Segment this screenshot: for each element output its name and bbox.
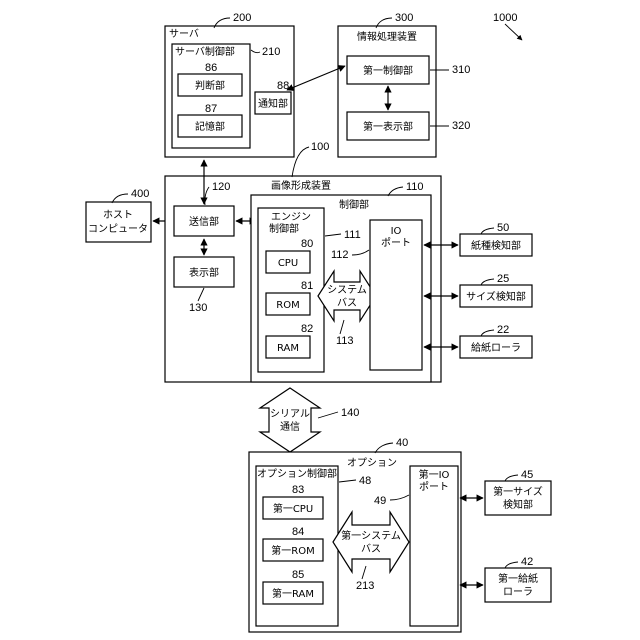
first-io-port-line1: 第一IO (419, 468, 450, 481)
system-bus-line2: バス (337, 297, 357, 309)
first-size-detect-line1: 第一サイズ (493, 485, 543, 498)
first-display-ref: 320 (452, 120, 470, 132)
host-ref: 400 (131, 188, 149, 200)
image-forming-block: 画像形成装置 100 送信部 120 表示部 130 制御部 110 エンジン … (165, 141, 441, 382)
server-ref: 200 (233, 12, 251, 24)
figure-number-arrow (505, 24, 522, 40)
io-port-line2: ポート (381, 237, 411, 249)
first-ram-label: 第一RAM (272, 587, 314, 600)
server-control-ref: 210 (262, 46, 280, 58)
size-detect-ref: 25 (497, 273, 509, 285)
first-feed-roller-line2: ローラ (503, 586, 533, 598)
image-forming-title: 画像形成装置 (271, 179, 331, 192)
serial-line1: シリアル (270, 409, 310, 420)
cpu-label: CPU (278, 258, 298, 269)
display-label: 表示部 (189, 266, 219, 279)
control-title: 制御部 (339, 198, 369, 211)
first-system-bus-ref: 213 (356, 580, 374, 592)
feed-roller-ref-leader (481, 330, 494, 336)
first-rom-label: 第一ROM (271, 544, 314, 557)
option-block: オプション 40 オプション制御部 48 第一CPU 83 第一ROM 84 第… (249, 437, 461, 632)
feed-roller-label: 給紙ローラ (471, 341, 521, 354)
first-feed-roller-ref: 42 (521, 556, 533, 568)
first-rom-ref: 84 (292, 526, 304, 538)
figure-number: 1000 (493, 12, 517, 24)
first-io-port-line2: ポート (419, 481, 449, 493)
paper-type-ref-leader (481, 228, 494, 234)
first-size-detect-ref: 45 (521, 469, 533, 481)
cpu-ref: 80 (301, 238, 313, 250)
rom-label: ROM (276, 300, 299, 311)
server-block: サーバ 200 サーバ制御部 210 判断部 86 記憶部 87 通知部 88 (165, 12, 294, 157)
first-size-detect-line2: 検知部 (503, 498, 533, 511)
serial-ref: 140 (341, 407, 359, 419)
first-cpu-ref: 83 (292, 484, 304, 496)
system-bus-ref: 113 (336, 335, 354, 347)
first-control-label: 第一制御部 (363, 64, 413, 77)
host-block: ホスト コンピュータ 400 (86, 188, 151, 242)
host-label-line2: コンピュータ (88, 223, 148, 235)
paper-type-ref: 50 (497, 222, 509, 234)
system-bus-line1: システム (327, 284, 367, 296)
engine-control-ref: 111 (344, 229, 361, 241)
paper-type-label: 紙種検知部 (471, 239, 521, 252)
engine-control-line2: 制御部 (269, 222, 299, 235)
first-io-port-ref: 49 (374, 495, 386, 507)
rom-ref: 81 (301, 280, 313, 292)
option-ref: 40 (396, 437, 408, 449)
engine-control-line1: エンジン (271, 212, 311, 223)
notify-label: 通知部 (258, 97, 288, 110)
first-system-bus-line2: バス (361, 543, 381, 555)
first-feed-roller-ref-leader (505, 562, 518, 568)
display-ref: 130 (189, 302, 207, 314)
notify-info-connector (287, 66, 345, 90)
image-forming-ref: 100 (311, 141, 329, 153)
storage-label: 記憶部 (195, 120, 225, 133)
judge-label: 判断部 (195, 79, 225, 92)
first-size-detect-ref-leader (505, 475, 518, 481)
transceiver-ref: 120 (212, 181, 230, 193)
host-label-line1: ホスト (103, 209, 133, 221)
serial-ref-leader (318, 412, 338, 418)
first-ram-ref: 85 (292, 569, 304, 581)
first-cpu-label: 第一CPU (273, 502, 313, 515)
serial-block: シリアル 通信 140 (260, 388, 359, 452)
ram-ref: 82 (301, 323, 313, 335)
serial-line2: 通信 (280, 421, 300, 433)
io-port-ref: 112 (331, 249, 349, 261)
option-control-label: オプション制御部 (257, 467, 337, 480)
info-device-block: 情報処理装置 300 第一制御部 310 第一表示部 320 (338, 12, 470, 157)
ram-label: RAM (277, 343, 299, 354)
first-control-ref: 310 (452, 64, 470, 76)
option-control-ref: 48 (359, 475, 371, 487)
feed-roller-ref: 22 (497, 324, 509, 336)
option-title: オプション (347, 457, 397, 469)
control-ref: 110 (406, 181, 424, 193)
server-control-label: サーバ制御部 (175, 45, 235, 58)
transceiver-label: 送信部 (189, 215, 219, 228)
info-device-title: 情報処理装置 (357, 30, 417, 43)
size-detect-label: サイズ検知部 (466, 290, 526, 303)
first-feed-roller-line1: 第一給紙 (498, 572, 538, 585)
server-title: サーバ (169, 28, 199, 40)
io-port-line1: IO (391, 226, 402, 237)
host-box (86, 202, 151, 242)
option-peripherals-block: 第一サイズ 検知部 45 第一給紙 ローラ 42 (460, 469, 551, 602)
serial-arrow (260, 388, 320, 452)
first-system-bus-line1: 第一システム (341, 529, 401, 542)
storage-ref: 87 (205, 103, 217, 115)
first-display-label: 第一表示部 (363, 120, 413, 133)
judge-ref: 86 (205, 62, 217, 74)
info-device-ref: 300 (395, 12, 413, 24)
size-detect-ref-leader (481, 279, 494, 285)
